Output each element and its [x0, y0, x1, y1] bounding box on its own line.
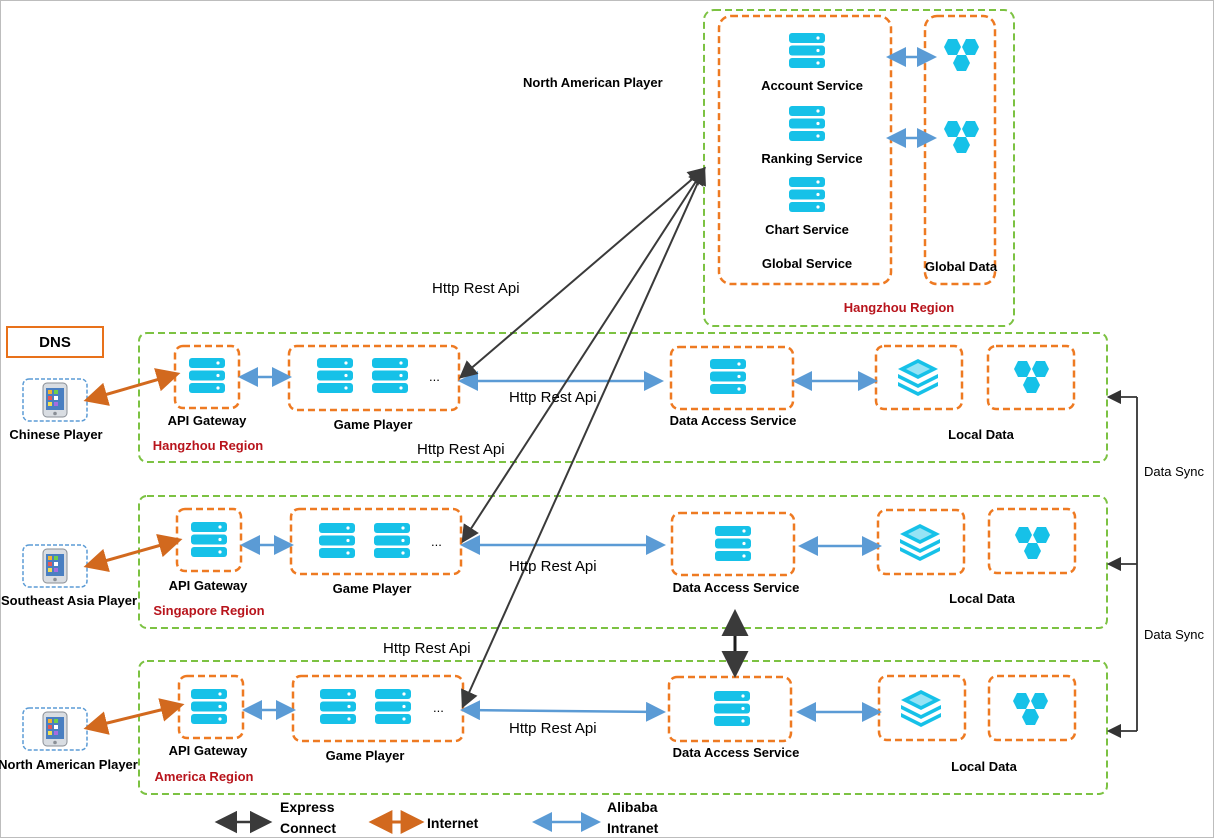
player-label-3: North American Player: [0, 757, 138, 772]
ranking-server-icon: [789, 106, 825, 141]
global-title: North American Player: [523, 75, 663, 90]
das-server-icon-3: [714, 691, 750, 726]
region-label-1: Hangzhou Region: [152, 438, 264, 453]
local-box-3b: [987, 674, 1077, 742]
region-label-3: America Region: [154, 769, 254, 784]
express-arrow-singapore: [461, 166, 706, 544]
game-ellipsis-1: ...: [429, 369, 440, 384]
chart-service-label: Chart Service: [765, 222, 849, 237]
global-data-box: [923, 14, 997, 286]
cache-icon-1: [898, 359, 938, 396]
global-data-label: Global Data: [924, 259, 998, 274]
das-server-icon-1: [710, 359, 746, 394]
global-service-label: Global Service: [761, 256, 853, 271]
gateway-server-icon-3: [191, 689, 227, 724]
db-icon-2: [1015, 527, 1050, 559]
sea-player-phone-icon: [22, 544, 88, 588]
region-frame-singapore: [138, 495, 1108, 629]
global-region-frame: [703, 9, 1015, 327]
global-region-label: Hangzhou Region: [843, 300, 955, 315]
chinese-player-phone-icon: [22, 378, 88, 422]
player-label-2: Southeast Asia Player: [0, 593, 138, 608]
game-ellipsis-3: ...: [433, 700, 444, 715]
internet-arrow-1: [83, 368, 181, 406]
express-arrow-hangzhou: [458, 167, 707, 379]
das-label-3: Data Access Service: [672, 745, 800, 760]
gateway-server-icon-2: [191, 522, 227, 557]
global-db-icon-2: [944, 121, 979, 153]
cross-api-label-1: Http Rest Api: [432, 280, 520, 297]
intranet-arrow-game-das-3: [460, 700, 666, 722]
global-service-box: [717, 14, 893, 286]
account-service-label: Account Service: [761, 78, 863, 93]
das-label-1: Data Access Service: [669, 413, 797, 428]
cross-api-label-2: Http Rest Api: [417, 441, 505, 458]
na-player-phone-icon: [22, 707, 88, 751]
das-server-icon-2: [715, 526, 751, 561]
gateway-label-1: API Gateway: [167, 413, 247, 428]
local-box-2a: [876, 508, 966, 576]
legend-internet-label: Internet: [427, 815, 479, 831]
game-label-2: Game Player: [332, 581, 412, 596]
chart-server-icon: [789, 177, 825, 212]
game-label-3: Game Player: [325, 748, 405, 763]
legend-intranet-line2: Intranet: [607, 820, 659, 836]
ranking-service-label: Ranking Service: [761, 151, 863, 166]
game-server-icon-3a: [320, 689, 356, 724]
game-ellipsis-2: ...: [431, 534, 442, 549]
db-icon-1: [1014, 361, 1049, 393]
express-arrow-america: [461, 166, 706, 709]
legend-express-line2: Connect: [280, 820, 336, 836]
api-label-3: Http Rest Api: [509, 720, 597, 737]
game-server-icon-1b: [372, 358, 408, 393]
local-label-3: Local Data: [951, 759, 1017, 774]
game-server-icon-2a: [319, 523, 355, 558]
dns-box: DNS: [6, 326, 104, 358]
data-sync-label-1: Data Sync: [1144, 464, 1204, 479]
local-box-1b: [986, 344, 1076, 411]
internet-arrow-3: [83, 698, 185, 735]
game-label-1: Game Player: [333, 417, 413, 432]
cache-icon-2: [900, 524, 940, 561]
das-box-3: [667, 675, 793, 743]
das-label-2: Data Access Service: [672, 580, 800, 595]
region-label-2: Singapore Region: [153, 603, 265, 618]
game-server-icon-1a: [317, 358, 353, 393]
cross-api-label-3: Http Rest Api: [383, 640, 471, 657]
legend-intranet-line1: Alibaba: [607, 799, 658, 815]
db-icon-3: [1013, 693, 1048, 725]
local-label-2: Local Data: [949, 591, 1015, 606]
local-box-3a: [877, 674, 967, 742]
cache-icon-3: [901, 690, 941, 727]
game-server-icon-2b: [374, 523, 410, 558]
legend-express-line1: Express: [280, 799, 335, 815]
game-server-icon-3b: [375, 689, 411, 724]
gateway-label-2: API Gateway: [168, 578, 248, 593]
gateway-server-icon-1: [189, 358, 225, 393]
global-db-icon-1: [944, 39, 979, 71]
local-box-2b: [987, 507, 1077, 575]
player-label-1: Chinese Player: [9, 427, 103, 442]
api-label-2: Http Rest Api: [509, 558, 597, 575]
api-label-1: Http Rest Api: [509, 389, 597, 406]
local-label-1: Local Data: [948, 427, 1014, 442]
data-sync-label-2: Data Sync: [1144, 627, 1204, 642]
internet-arrow-2: [83, 534, 183, 572]
account-server-icon: [789, 33, 825, 68]
gateway-label-3: API Gateway: [168, 743, 248, 758]
